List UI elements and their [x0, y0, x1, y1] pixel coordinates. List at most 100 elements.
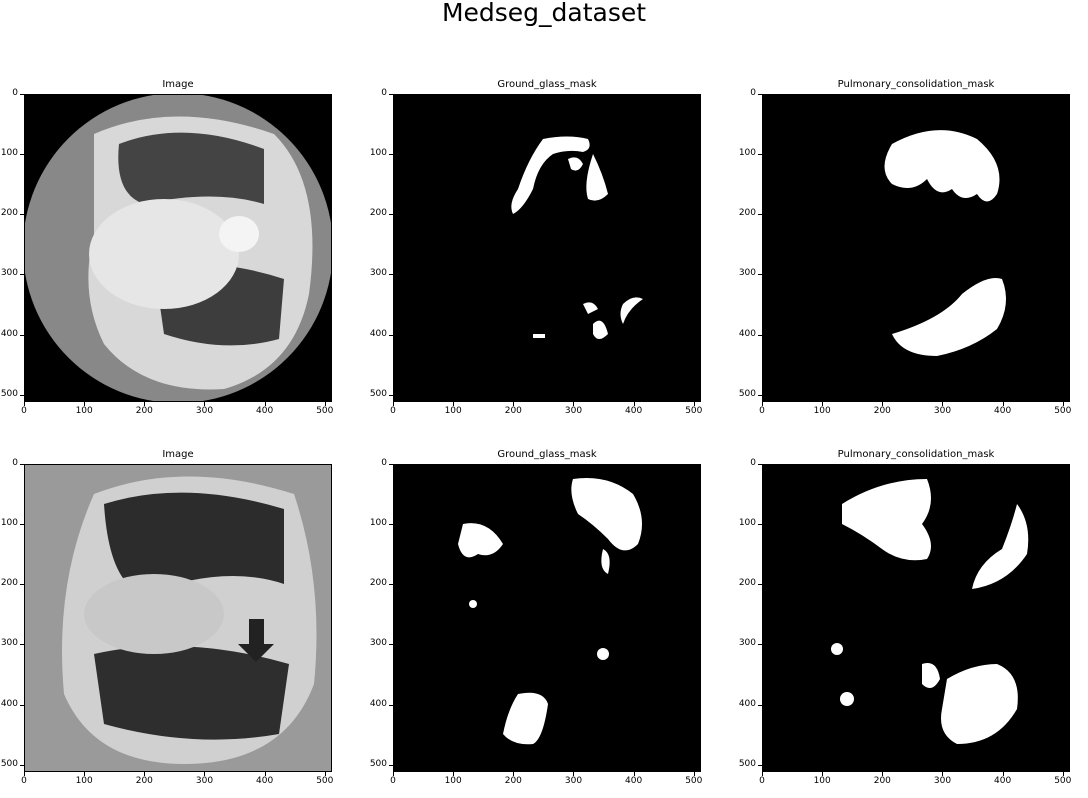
y-tick-mark: [20, 644, 24, 646]
x-tick-label: 500: [1054, 776, 1072, 786]
x-tick-label: 300: [195, 406, 214, 416]
x-tick-label: 300: [564, 406, 583, 416]
y-tick-label: 200: [0, 578, 18, 589]
y-tick-mark: [389, 524, 393, 526]
y-tick-mark: [758, 464, 762, 465]
y-tick-label: 300: [0, 268, 18, 279]
x-tick-mark: [144, 772, 146, 776]
y-tick-label: 0: [381, 88, 387, 98]
x-tick-label: 500: [685, 406, 703, 416]
figure-title: Medseg_dataset: [441, 0, 647, 27]
subplot-title: Image: [162, 79, 194, 90]
x-tick-mark: [204, 402, 206, 406]
y-tick-mark: [20, 274, 24, 276]
x-tick-label: 0: [390, 776, 396, 786]
x-tick-label: 300: [933, 776, 952, 786]
y-tick-label: 0: [381, 458, 387, 468]
y-tick-label: 300: [369, 268, 387, 279]
x-tick-label: 200: [504, 776, 522, 786]
x-tick-mark: [882, 402, 884, 406]
y-tick-label: 300: [0, 638, 18, 649]
y-tick-mark: [389, 704, 393, 706]
y-tick-label: 0: [12, 458, 18, 468]
y-tick-mark: [758, 644, 762, 646]
x-tick-label: 100: [444, 406, 462, 416]
subplot-title: Pulmonary_consolidation_mask: [837, 449, 995, 460]
x-tick-mark: [393, 402, 394, 406]
y-tick-label: 500: [0, 388, 18, 399]
x-tick-label: 300: [933, 406, 952, 416]
subplot-title: Ground_glass_mask: [497, 79, 597, 90]
x-tick-mark: [264, 402, 266, 406]
x-tick-mark: [573, 402, 575, 406]
y-tick-label: 100: [369, 148, 387, 159]
segmentation-mask-image: [393, 94, 701, 402]
x-tick-mark: [573, 772, 575, 776]
y-tick-mark: [389, 644, 393, 646]
ct-scan-image: [24, 464, 332, 772]
y-tick-mark: [758, 524, 762, 526]
y-tick-mark: [758, 704, 762, 706]
x-tick-mark: [693, 402, 695, 406]
x-tick-label: 0: [759, 776, 765, 786]
y-tick-label: 200: [0, 208, 18, 219]
y-tick-mark: [758, 274, 762, 276]
x-tick-mark: [204, 772, 206, 776]
segmentation-mask-image: [762, 464, 1070, 772]
y-tick-label: 500: [738, 758, 756, 769]
y-tick-label: 500: [0, 758, 18, 769]
y-tick-mark: [758, 214, 762, 216]
segmentation-mask-image: [393, 464, 701, 772]
y-tick-label: 100: [738, 148, 756, 159]
y-tick-mark: [758, 334, 762, 336]
y-tick-label: 200: [738, 208, 756, 219]
y-tick-label: 100: [738, 518, 756, 529]
x-tick-mark: [1002, 772, 1004, 776]
y-tick-mark: [758, 154, 762, 156]
y-tick-mark: [389, 214, 393, 216]
y-tick-mark: [20, 394, 24, 396]
x-tick-mark: [822, 772, 824, 776]
y-tick-mark: [758, 394, 762, 396]
x-tick-label: 100: [813, 776, 831, 786]
y-tick-label: 0: [750, 88, 756, 98]
x-tick-label: 400: [625, 406, 643, 416]
x-tick-label: 500: [685, 776, 703, 786]
y-tick-mark: [389, 334, 393, 336]
x-tick-mark: [633, 772, 635, 776]
x-tick-label: 100: [444, 776, 462, 786]
x-tick-mark: [513, 772, 515, 776]
x-tick-mark: [1002, 402, 1004, 406]
y-tick-label: 400: [369, 698, 387, 709]
x-tick-mark: [324, 772, 326, 776]
y-tick-label: 400: [0, 698, 18, 709]
y-tick-label: 100: [0, 518, 18, 529]
y-tick-label: 500: [369, 758, 387, 769]
x-tick-label: 200: [504, 406, 522, 416]
x-tick-label: 500: [1054, 406, 1072, 416]
y-tick-label: 100: [0, 148, 18, 159]
y-tick-mark: [389, 154, 393, 156]
y-tick-label: 200: [369, 208, 387, 219]
x-tick-mark: [1062, 772, 1064, 776]
y-tick-mark: [389, 764, 393, 766]
y-tick-mark: [389, 584, 393, 586]
x-tick-label: 400: [625, 776, 643, 786]
x-tick-label: 0: [21, 406, 27, 416]
x-tick-label: 100: [813, 406, 831, 416]
x-tick-label: 200: [135, 776, 153, 786]
y-tick-label: 200: [369, 578, 387, 589]
x-tick-label: 0: [390, 406, 396, 416]
x-tick-mark: [24, 402, 25, 406]
y-tick-mark: [389, 394, 393, 396]
y-tick-mark: [20, 764, 24, 766]
x-tick-label: 100: [75, 406, 93, 416]
y-tick-label: 100: [369, 518, 387, 529]
y-tick-mark: [20, 704, 24, 706]
x-tick-label: 0: [21, 776, 27, 786]
x-tick-mark: [762, 772, 763, 776]
